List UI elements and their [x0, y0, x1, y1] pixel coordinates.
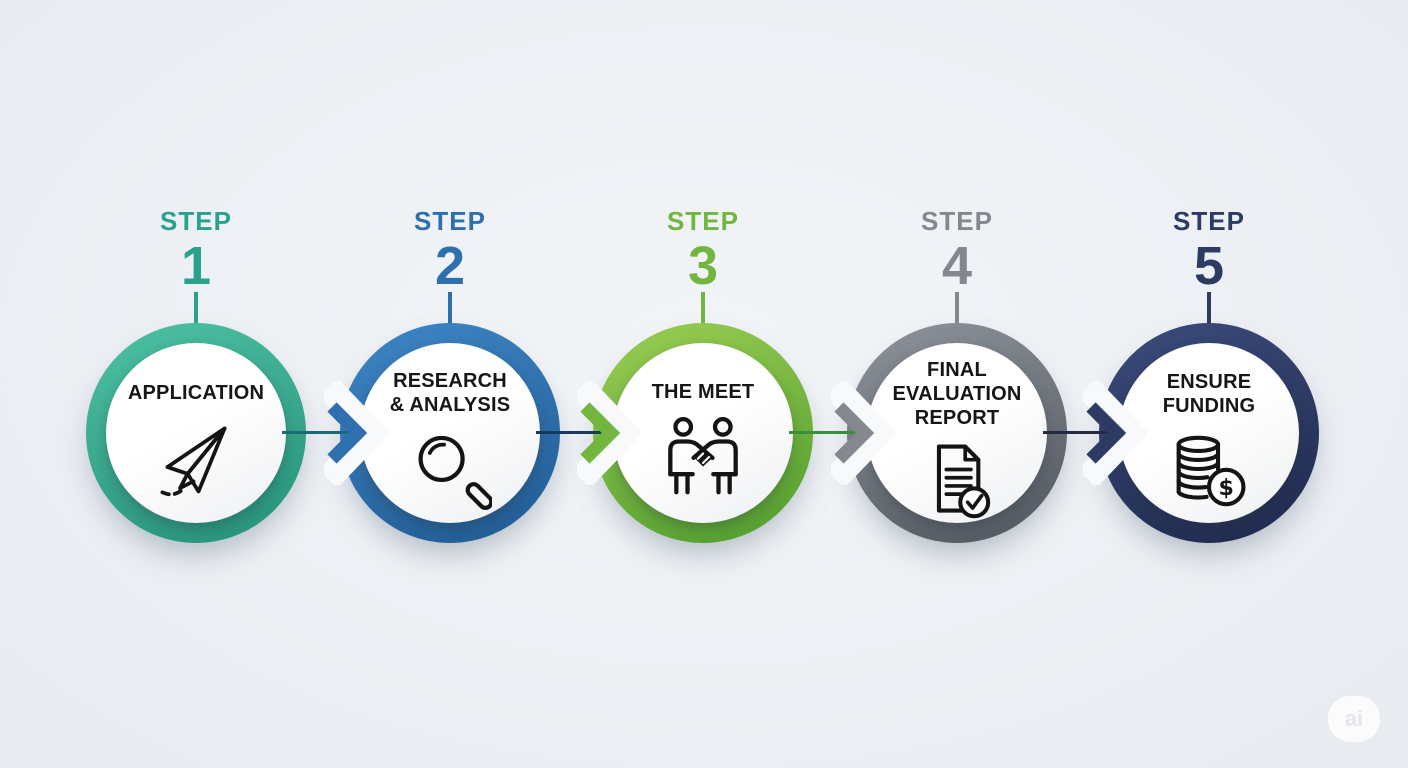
step-2-tick — [448, 292, 452, 330]
step-1-label: STEP — [160, 206, 232, 236]
handshake-icon — [655, 414, 751, 500]
magnifier-icon — [408, 427, 492, 511]
ai-watermark-badge: ai — [1328, 696, 1380, 742]
step-3-tick — [701, 292, 705, 330]
step-2-title: RESEARCH & ANALYSIS — [389, 370, 511, 416]
chevron-arrow-icon — [324, 381, 388, 485]
step-3-number: 3 — [687, 236, 719, 296]
step-2-number: 2 — [434, 236, 466, 296]
report-check-icon — [915, 440, 999, 522]
step-2: STEP 2 RESEARCH & ANALYSIS — [324, 200, 612, 630]
step-4: STEP 4 FINAL EVALUATION REPORT — [831, 200, 1119, 630]
step-5-title: ENSURE FUNDING — [1162, 371, 1256, 417]
step-3-title: THE MEET — [651, 381, 755, 403]
step-5-inner-circle: ENSURE FUNDING $ — [1119, 343, 1299, 523]
step-3-inner-circle: THE MEET — [613, 343, 793, 523]
funding-coins-icon: $ — [1161, 428, 1257, 510]
step-4-label: STEP — [921, 206, 993, 236]
step-2-ring: RESEARCH & ANALYSIS — [340, 323, 560, 543]
step-5-number: 5 — [1193, 236, 1225, 296]
step-3-connector-line — [789, 431, 865, 434]
step-1: STEP 1 APPLICATION — [86, 200, 358, 630]
step-5: STEP 5 ENSURE FUNDING — [1083, 200, 1319, 630]
step-3-label: STEP — [667, 206, 739, 236]
step-2-label: STEP — [414, 206, 486, 236]
step-2-connector-line — [536, 431, 612, 434]
step-2-inner-circle: RESEARCH & ANALYSIS — [360, 343, 540, 523]
step-1-ring: APPLICATION — [86, 323, 306, 543]
step-1-number: 1 — [180, 236, 212, 296]
paper-plane-icon — [151, 415, 241, 499]
chevron-arrow-icon — [577, 381, 641, 485]
svg-text:$: $ — [1219, 475, 1234, 501]
step-4-inner-circle: FINAL EVALUATION REPORT — [867, 343, 1047, 523]
chevron-arrow-icon — [831, 381, 895, 485]
step-4-title: FINAL EVALUATION REPORT — [892, 359, 1022, 429]
step-5-tick — [1207, 292, 1211, 330]
step-1-title: APPLICATION — [127, 382, 265, 404]
step-4-connector-line — [1043, 431, 1119, 434]
step-1-connector-line — [282, 431, 358, 434]
step-4-ring: FINAL EVALUATION REPORT — [847, 323, 1067, 543]
chevron-arrow-icon — [1083, 381, 1147, 485]
step-1-inner-circle: APPLICATION — [106, 343, 286, 523]
step-3: STEP 3 THE MEET — [577, 200, 865, 630]
step-4-tick — [955, 292, 959, 330]
step-1-tick — [194, 292, 198, 330]
step-4-number: 4 — [941, 236, 973, 296]
step-5-label: STEP — [1173, 206, 1245, 236]
